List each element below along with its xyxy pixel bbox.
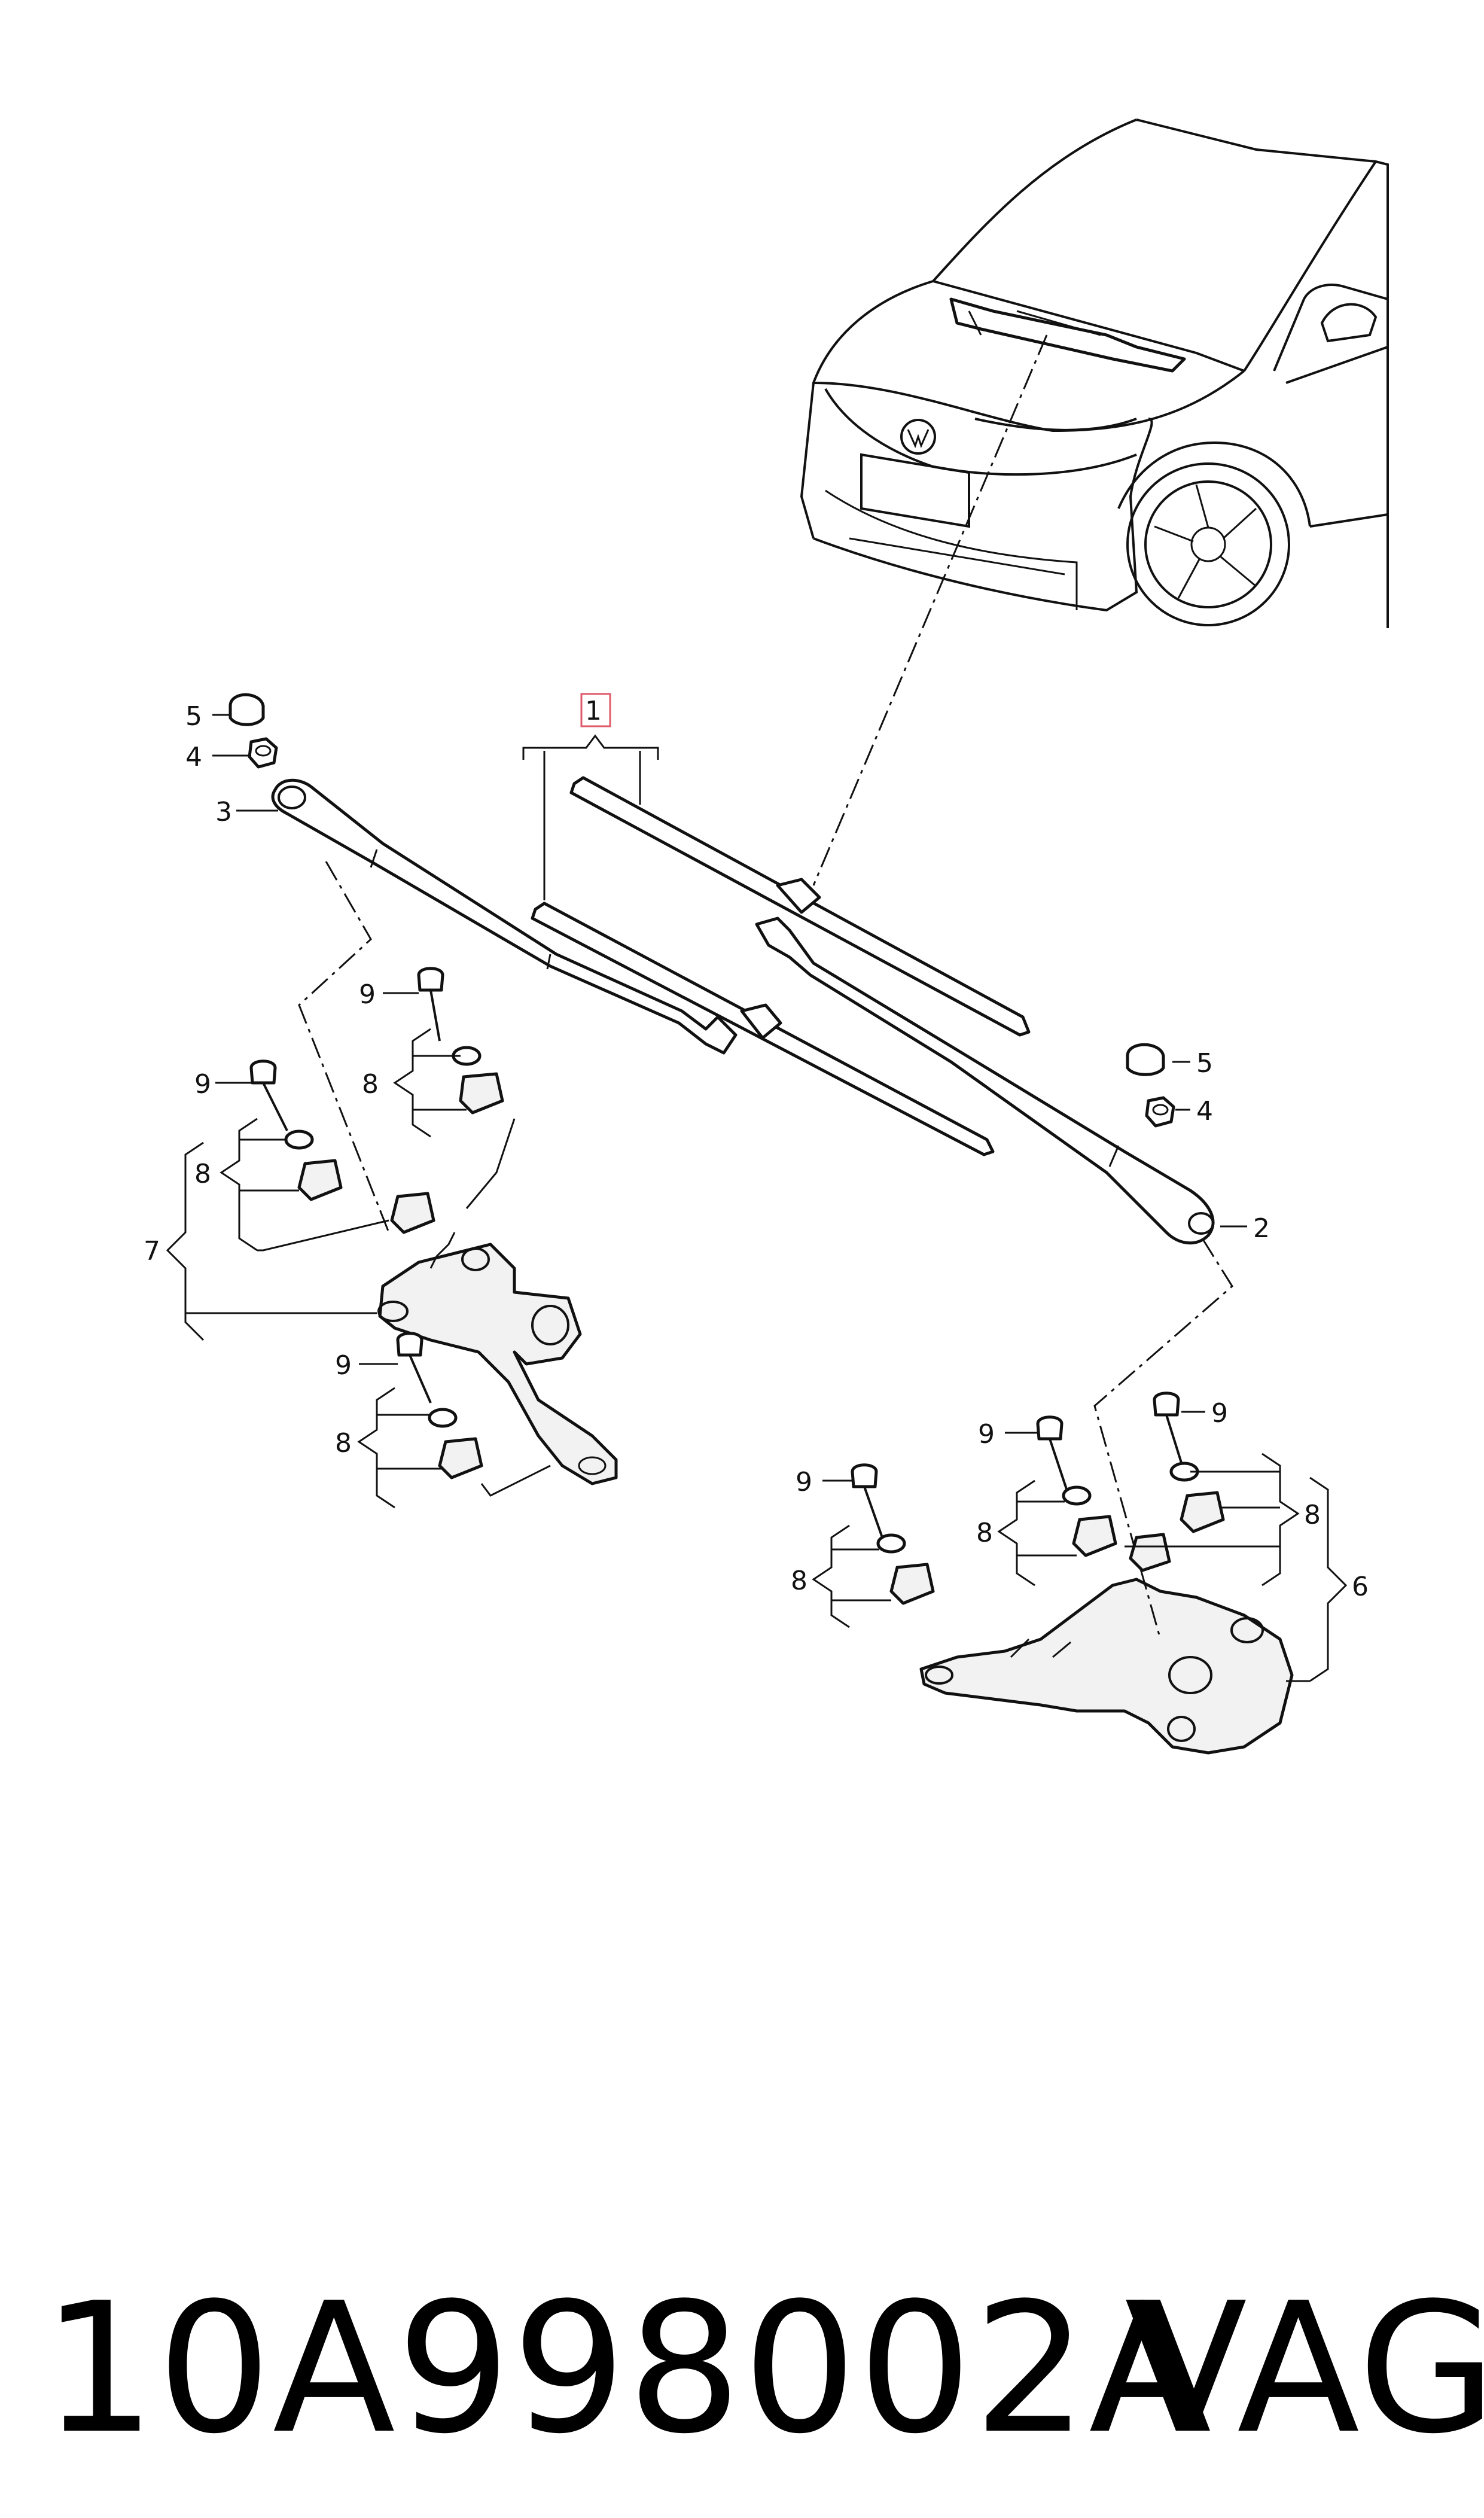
callout-8-left-a: 8 xyxy=(362,1069,379,1100)
callout-6: 6 xyxy=(1352,1572,1369,1602)
bolt-right-2 xyxy=(1153,1392,1183,1463)
callout-9-right-c: 9 xyxy=(796,1467,812,1497)
callout-1-bracket xyxy=(522,693,659,900)
cap-left xyxy=(228,693,265,726)
brand-label: VAG xyxy=(1125,2264,1484,2473)
grommet-left-1 xyxy=(452,1046,504,1115)
bolt-left-3 xyxy=(396,1332,432,1403)
grommet-right-2 xyxy=(1169,1462,1225,1533)
callout-8-right-a: 8 xyxy=(976,1518,993,1548)
grommet-left-2 xyxy=(284,1129,343,1201)
callout-3: 3 xyxy=(215,797,232,827)
bolt-left-2 xyxy=(249,1059,288,1131)
callout-9-right-b: 9 xyxy=(1211,1398,1228,1429)
wiper-blade-driver xyxy=(531,902,995,1156)
wiper-motor-left xyxy=(377,1232,618,1485)
leader-left-spindle xyxy=(298,861,390,1233)
bolt-right-1 xyxy=(1036,1415,1069,1493)
cap-right xyxy=(1126,1043,1165,1076)
bolt-left-1 xyxy=(417,967,444,1042)
callout-8-left-c: 8 xyxy=(335,1428,352,1459)
callout-4-left: 4 xyxy=(185,742,202,772)
grommet-right-3 xyxy=(876,1533,935,1605)
callout-1: 1 xyxy=(585,696,602,726)
grommet-left-4 xyxy=(428,1408,483,1479)
leader-left-grommet xyxy=(465,1118,516,1209)
callout-5-right: 5 xyxy=(1196,1048,1213,1079)
wiper-blade-passenger xyxy=(569,776,1031,1037)
leader-left-bottom xyxy=(480,1464,551,1497)
callout-2: 2 xyxy=(1253,1213,1270,1244)
callout-8-right-c: 8 xyxy=(791,1566,807,1596)
callout-9-left-a: 9 xyxy=(359,979,376,1010)
callout-6-bracket xyxy=(1286,1476,1348,1682)
grommet-right-4 xyxy=(1129,1533,1171,1572)
car-front-illustration xyxy=(800,118,1389,628)
leader-car-to-blade xyxy=(812,334,1048,886)
callout-4-right: 4 xyxy=(1196,1096,1213,1126)
grommet-left-3 xyxy=(390,1192,435,1234)
part-number: 10A998002A xyxy=(42,2264,1213,2473)
callout-5-left: 5 xyxy=(185,701,202,732)
wiper-arm-right xyxy=(755,917,1215,1245)
wiper-arm-left xyxy=(271,778,738,1055)
bolt-right-3 xyxy=(851,1463,883,1538)
callout-8-left-b: 8 xyxy=(194,1159,211,1189)
callout-9-right-a: 9 xyxy=(978,1419,995,1450)
callout-leaders xyxy=(212,714,1247,1482)
wiper-assembly-diagram: 5 4 3 1 5 4 2 9 8 9 8 7 9 8 9 8 9 8 9 8 … xyxy=(144,118,1389,1755)
callout-8-brackets-right xyxy=(812,1453,1300,1628)
callout-8-brackets-left xyxy=(220,1028,467,1509)
wiper-motor-right xyxy=(919,1578,1294,1755)
callout-7: 7 xyxy=(144,1236,160,1266)
grommet-right-1 xyxy=(1062,1485,1117,1557)
footer: 10A998002A VAG xyxy=(0,2261,1484,2477)
callout-7-bracket xyxy=(166,1141,377,1341)
callout-9-left-c: 9 xyxy=(335,1350,352,1381)
callout-9-left-b: 9 xyxy=(194,1069,211,1100)
leader-right-spindle xyxy=(1093,1238,1233,1640)
nut-left xyxy=(248,737,278,769)
nut-right xyxy=(1145,1096,1175,1128)
callout-8-right-b: 8 xyxy=(1304,1500,1321,1530)
